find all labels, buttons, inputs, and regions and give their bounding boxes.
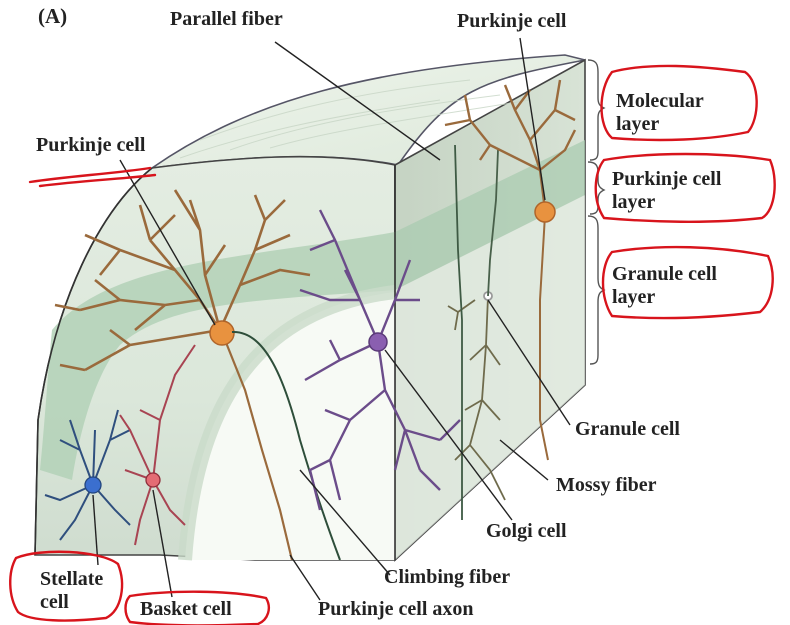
label-molecular-layer-2: layer <box>616 113 659 135</box>
label-granule-cell: Granule cell <box>575 418 680 440</box>
label-mossy-fiber: Mossy fiber <box>556 474 657 496</box>
label-granule-layer-1: Granule cell <box>612 263 717 285</box>
label-granule-layer-2: layer <box>612 286 655 308</box>
label-climbing-fiber: Climbing fiber <box>384 566 510 588</box>
label-molecular-layer-1: Molecular <box>616 90 704 112</box>
label-purkinje-layer-1: Purkinje cell <box>612 168 721 190</box>
label-purkinje-layer-2: layer <box>612 191 655 213</box>
panel-label: (A) <box>38 4 67 28</box>
cortex-block <box>35 55 585 560</box>
label-parallel-fiber: Parallel fiber <box>170 8 283 30</box>
label-golgi-cell: Golgi cell <box>486 520 567 542</box>
label-stellate-1: Stellate <box>40 568 103 590</box>
label-stellate-2: cell <box>40 591 69 613</box>
label-purkinje-cell-left: Purkinje cell <box>36 134 145 156</box>
label-purkinje-cell-axon: Purkinje cell axon <box>318 598 474 620</box>
label-purkinje-cell-top: Purkinje cell <box>457 10 566 32</box>
label-basket-cell: Basket cell <box>140 598 232 620</box>
